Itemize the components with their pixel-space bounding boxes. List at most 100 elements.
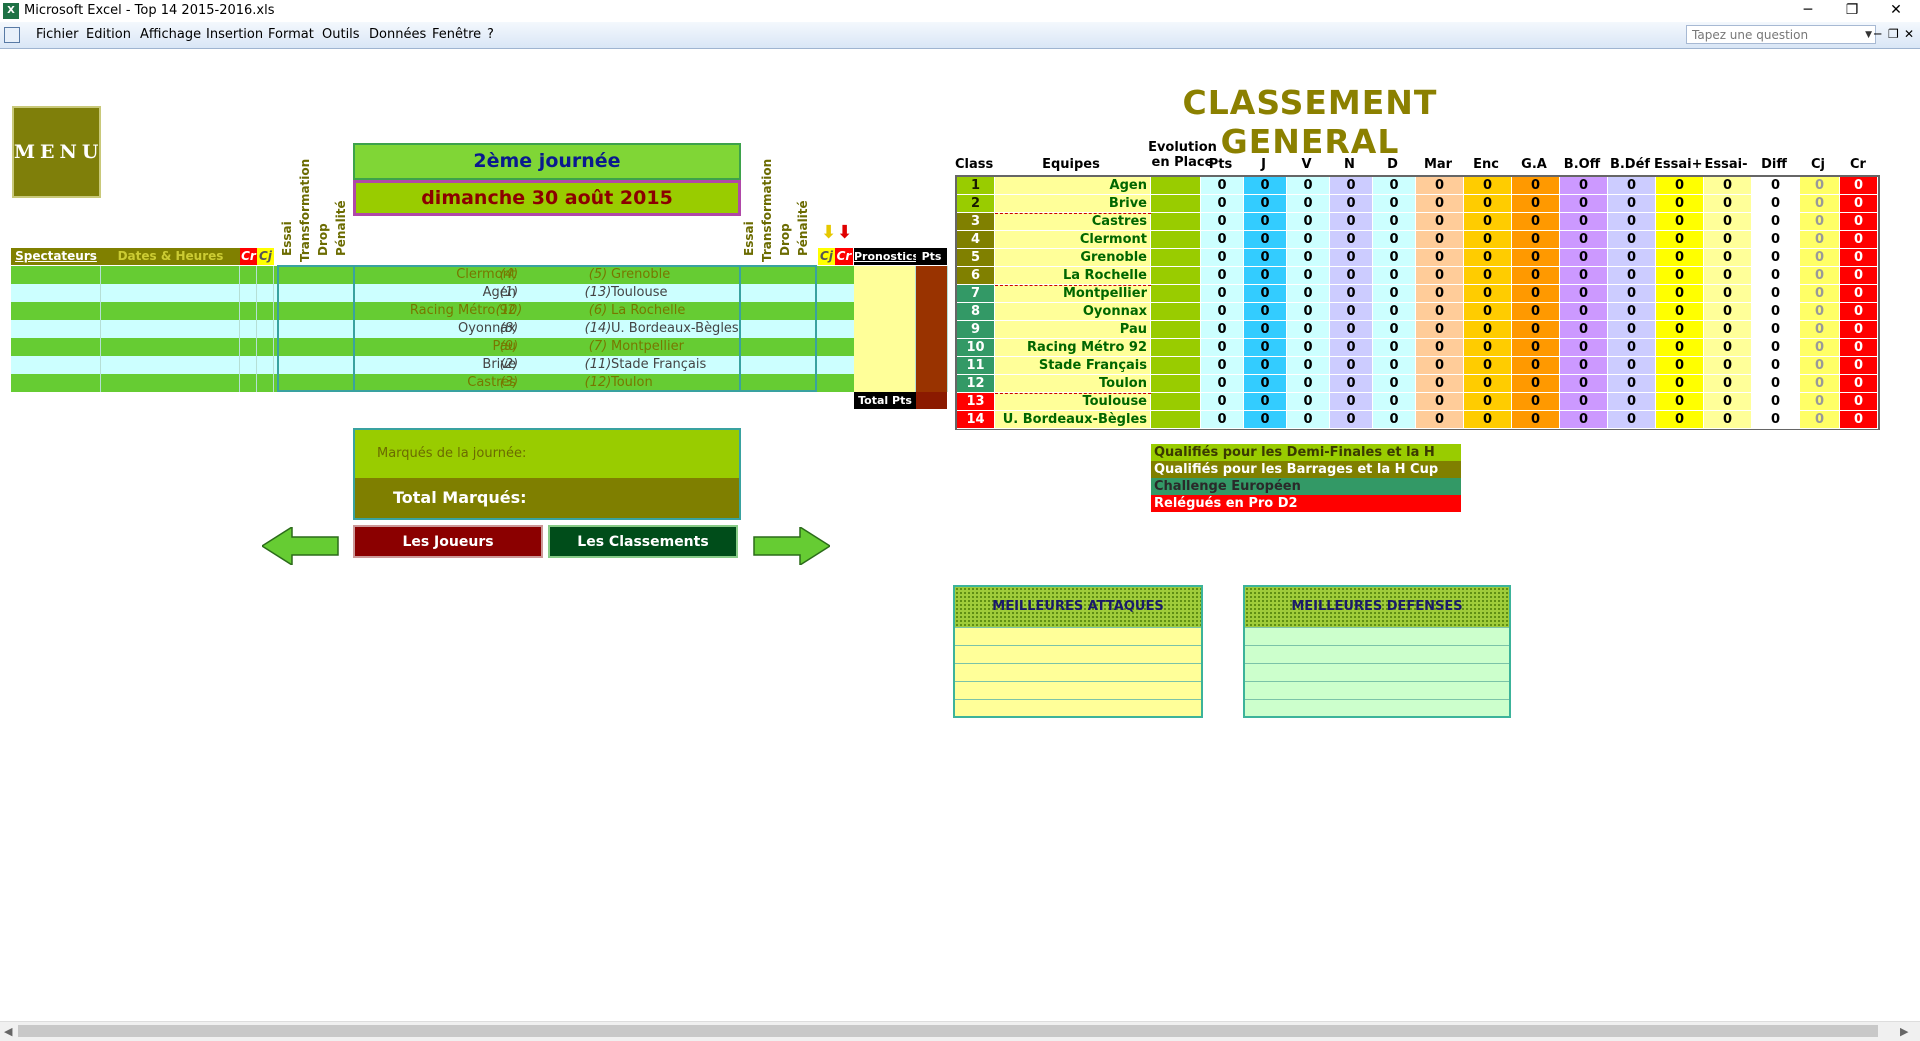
standings-stat: 0 xyxy=(1752,267,1800,285)
standings-team: Castres xyxy=(995,213,1151,231)
standings-stat: 0 xyxy=(1512,195,1560,213)
standings-stat: 0 xyxy=(1201,249,1244,267)
menu-edition[interactable]: Edition xyxy=(86,27,131,42)
standings-evolution xyxy=(1151,375,1201,393)
standings-stat: 0 xyxy=(1416,177,1464,195)
menu-donnees[interactable]: Données xyxy=(369,27,427,42)
standings-stat: 0 xyxy=(1704,213,1752,231)
standings-stat: 0 xyxy=(1608,357,1656,375)
standings-stat: 0 xyxy=(1512,411,1560,429)
arrow-left-icon[interactable] xyxy=(260,525,340,569)
standings-rank: 8 xyxy=(957,303,995,321)
standings-stat: 0 xyxy=(1244,375,1287,393)
menu-format[interactable]: Format xyxy=(268,27,314,42)
menu-affichage[interactable]: Affichage xyxy=(140,27,202,42)
standings-stat: 0 xyxy=(1416,321,1464,339)
restore-icon[interactable]: ❐ xyxy=(1845,2,1859,18)
standings-rank: 10 xyxy=(957,339,995,357)
table-row[interactable]: Clermont (4) (5) Grenoble xyxy=(11,266,948,284)
menu-fenetre[interactable]: Fenêtre xyxy=(432,27,482,42)
match-home: Oyonnax xyxy=(457,321,516,336)
scroll-right-icon[interactable]: ▶ xyxy=(1900,1025,1909,1038)
arrow-down-yellow-icon: ⬇ xyxy=(821,222,837,243)
standings-stat: 0 xyxy=(1704,177,1752,195)
menu-insertion[interactable]: Insertion xyxy=(206,27,264,42)
header-pts: Pts xyxy=(1208,157,1233,172)
standings-stat: 0 xyxy=(1800,231,1840,249)
dropdown-arrow-icon[interactable]: ▼ xyxy=(1865,30,1872,40)
table-row[interactable]: Brive (2) (11) Stade Français xyxy=(11,356,948,374)
standings-evolution xyxy=(1151,213,1201,231)
legend-relegues: Relégués en Pro D2 xyxy=(1151,495,1461,512)
match-home-seed: (2) xyxy=(499,357,519,372)
standings-stat: 0 xyxy=(1416,357,1464,375)
table-row[interactable]: Agen (1) (13) Toulouse xyxy=(11,284,948,302)
label-transformation-left: Transformation xyxy=(298,158,312,262)
standings-stat: 0 xyxy=(1244,321,1287,339)
standings-stat: 0 xyxy=(1330,249,1373,267)
ask-question-input[interactable]: Tapez une question ▼ xyxy=(1686,25,1876,44)
horizontal-scrollbar[interactable]: ◀ ▶ xyxy=(0,1021,1920,1041)
arrow-right-icon[interactable] xyxy=(752,525,832,569)
scroll-left-icon[interactable]: ◀ xyxy=(4,1025,13,1038)
document-icon[interactable] xyxy=(4,27,20,43)
header-cj-left: Cj xyxy=(257,248,274,265)
standings-stat: 0 xyxy=(1244,231,1287,249)
match-away: U. Bordeaux-Bègles xyxy=(611,321,739,336)
les-classements-button[interactable]: Les Classements xyxy=(548,525,738,558)
standings-stat: 0 xyxy=(1330,339,1373,357)
standings-stat: 0 xyxy=(1512,357,1560,375)
match-away: Toulon xyxy=(611,375,653,390)
doc-minimize-icon[interactable]: ─ xyxy=(1874,27,1882,41)
menu-help[interactable]: ? xyxy=(487,27,494,42)
standings-stat: 0 xyxy=(1373,267,1416,285)
menu-button[interactable]: MENU xyxy=(12,106,101,198)
standings-stat: 0 xyxy=(1287,321,1330,339)
header-spectateurs: Spectateurs xyxy=(11,248,101,265)
table-row[interactable]: Oyonnax (8) (14) U. Bordeaux-Bègles xyxy=(11,320,948,338)
standings-stat: 0 xyxy=(1704,357,1752,375)
zone-separator xyxy=(995,213,1151,214)
standings-evolution xyxy=(1151,231,1201,249)
doc-restore-icon[interactable]: ❐ xyxy=(1888,27,1899,41)
match-away: Toulouse xyxy=(611,285,668,300)
standings-stat: 0 xyxy=(1330,375,1373,393)
menu-outils[interactable]: Outils xyxy=(322,27,360,42)
standings-stat: 0 xyxy=(1608,231,1656,249)
menu-fichier[interactable]: Fichier xyxy=(36,27,79,42)
table-row[interactable]: Racing Métro 92 (10) (6) La Rochelle xyxy=(11,302,948,320)
les-joueurs-button[interactable]: Les Joueurs xyxy=(353,525,543,558)
standings-stat: 0 xyxy=(1244,303,1287,321)
standings-stat: 0 xyxy=(1330,411,1373,429)
standings-team: Toulon xyxy=(995,375,1151,393)
doc-close-icon[interactable]: ✕ xyxy=(1904,27,1915,41)
minimize-icon[interactable]: ─ xyxy=(1803,2,1813,18)
header-diff: Diff xyxy=(1761,157,1787,172)
standings-stat: 0 xyxy=(1244,357,1287,375)
header-class: Class xyxy=(955,157,994,172)
header-essai-minus: Essai- xyxy=(1704,157,1748,172)
standings-team: Clermont xyxy=(995,231,1151,249)
scrollbar-thumb[interactable] xyxy=(18,1025,1878,1037)
standings-stat: 0 xyxy=(1800,303,1840,321)
table-row[interactable]: Castres (3) (12) Toulon xyxy=(11,374,948,392)
standings-team: Brive xyxy=(995,195,1151,213)
table-row[interactable]: Pau (9) (7) Montpellier xyxy=(11,338,948,356)
close-icon[interactable]: ✕ xyxy=(1890,2,1902,18)
standings-stat: 0 xyxy=(1800,195,1840,213)
label-transformation-right: Transformation xyxy=(760,158,774,262)
